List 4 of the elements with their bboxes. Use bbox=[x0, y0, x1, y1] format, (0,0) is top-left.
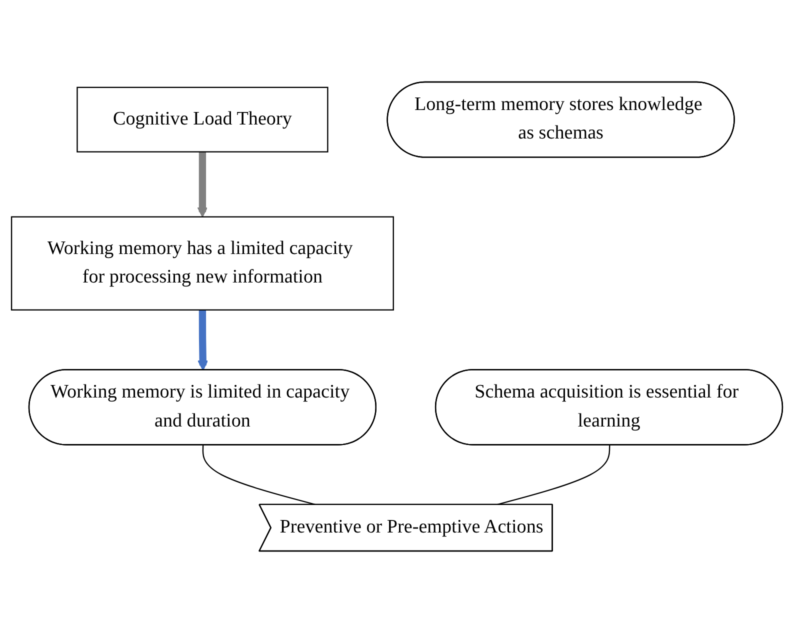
node-box: Cognitive Load Theory bbox=[76, 86, 328, 152]
arrow bbox=[198, 310, 208, 371]
arrow bbox=[197, 152, 208, 218]
node-box: Working memory has a limited capacity for processing new information bbox=[10, 216, 394, 311]
